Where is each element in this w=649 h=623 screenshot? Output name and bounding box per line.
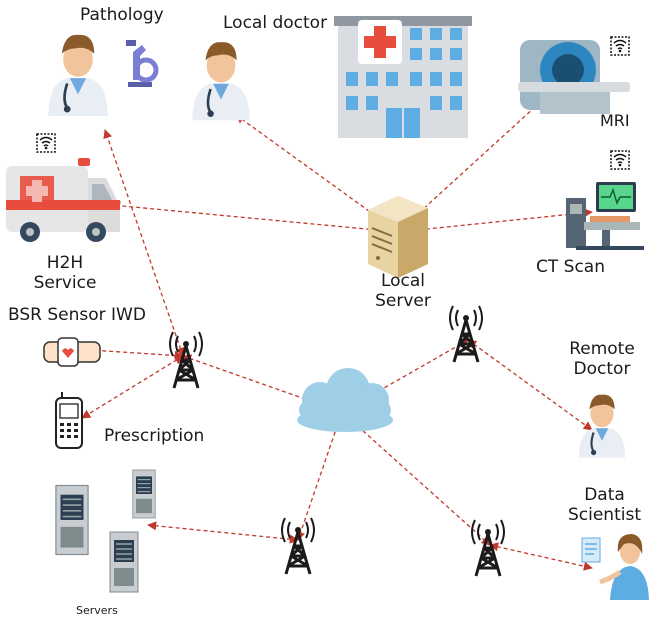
label-pathology: Pathology (80, 5, 164, 25)
pathology-doctor-icon (46, 33, 110, 118)
link-cloud-towerbottom (296, 411, 344, 541)
label-h2h-service-line1: H2H (46, 253, 84, 273)
link-server-ambulance (111, 201, 399, 236)
label-h2h-service: H2H Service (20, 253, 110, 293)
microscope-icon (126, 40, 159, 87)
data-scientist-icon (581, 534, 649, 600)
ambulance-icon (6, 158, 120, 242)
link-towerbottom-servers (147, 521, 299, 544)
link-server-localdoctor (235, 114, 399, 233)
connection-lines (81, 85, 593, 571)
label-data-scientist-line2: Scientist (567, 504, 641, 525)
link-towerright-remotedoctor (467, 339, 593, 431)
link-tower-watch (89, 349, 184, 361)
smartwatch-icon (43, 337, 101, 367)
label-local-server: Local Server (362, 271, 444, 311)
remote-doctor-icon (577, 393, 627, 459)
mobile-phone-icon (55, 392, 83, 449)
link-towerbottomright-scientist (489, 542, 593, 571)
cell-tower-icon (448, 304, 484, 364)
label-prescription: Prescription (104, 426, 205, 446)
mri-machine-icon (518, 40, 630, 114)
ct-scanner-icon (566, 182, 644, 250)
cell-tower-icon (470, 518, 506, 578)
link-tower-phone (81, 355, 184, 419)
label-h2h-service-line2: Service (33, 272, 97, 293)
label-local-doctor: Local doctor (223, 13, 328, 33)
wireless-icon (610, 36, 630, 56)
wireless-icon (36, 133, 56, 153)
link-cloud-towerbottomright (341, 411, 491, 546)
server-rack-icon (55, 484, 89, 556)
cloud-icon (297, 368, 393, 432)
cell-tower-icon (168, 330, 204, 390)
label-mri: MRI (600, 111, 630, 130)
local-server-icon (368, 196, 428, 278)
server-rack-icon (109, 531, 139, 593)
label-local-server-line1: Local (380, 271, 426, 291)
cell-tower-icon (280, 516, 316, 576)
label-remote-doctor: Remote Doctor (556, 339, 648, 379)
label-remote-doctor-line1: Remote (569, 339, 635, 359)
local-doctor-icon (191, 40, 251, 122)
label-remote-doctor-line2: Doctor (573, 358, 631, 379)
link-server-ctscan (397, 208, 593, 236)
wireless-icon (610, 150, 630, 170)
label-bsr-sensor: BSR Sensor IWD (8, 305, 146, 325)
hospital-icon (334, 16, 472, 138)
server-rack-icon (132, 469, 156, 519)
label-data-scientist-line1: Data (584, 485, 625, 505)
label-servers: Servers (76, 604, 118, 617)
label-ct-scan: CT Scan (536, 257, 605, 277)
link-tower-pathology (103, 129, 185, 357)
label-local-server-line2: Server (375, 290, 431, 311)
label-data-scientist: Data Scientist (560, 485, 649, 525)
